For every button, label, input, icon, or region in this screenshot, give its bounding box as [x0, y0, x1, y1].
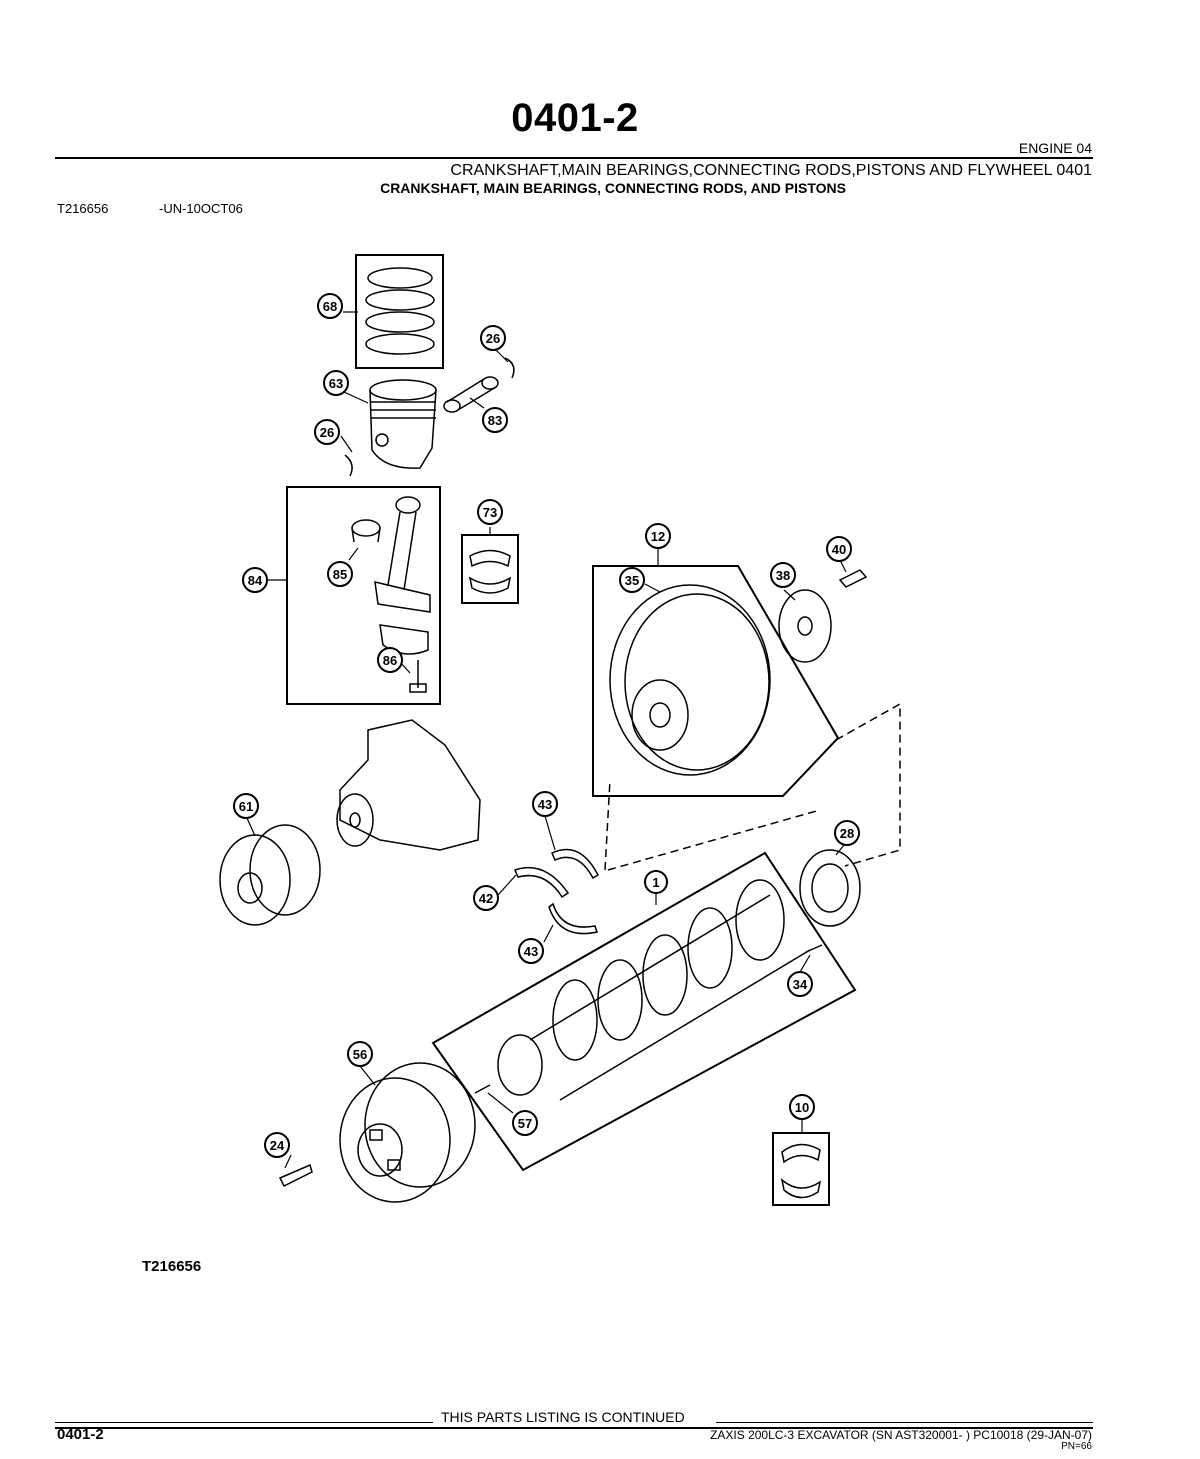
callout-68: 68 — [317, 293, 343, 319]
callout-26-upper: 26 — [480, 325, 506, 351]
callout-28-label: 28 — [840, 826, 854, 841]
callout-84-label: 84 — [248, 573, 263, 588]
callout-26-upper-label: 26 — [486, 331, 500, 346]
crank-pulley-drawing — [339, 1062, 476, 1203]
footer-divider — [55, 1427, 1093, 1429]
continued-rule-left — [55, 1422, 433, 1423]
connecting-rod-box — [286, 486, 441, 705]
callout-43-lower-label: 43 — [524, 944, 538, 959]
callout-56-label: 56 — [353, 1047, 367, 1062]
continued-rule-right — [716, 1422, 1093, 1423]
callout-85-label: 85 — [333, 567, 347, 582]
thrust-washer-upper — [551, 848, 599, 880]
callout-40: 40 — [826, 536, 852, 562]
flex-plate-drawing — [778, 589, 832, 663]
main-bearing-box — [772, 1132, 830, 1206]
pin-34 — [805, 944, 823, 953]
main-bearing-drawing — [780, 1143, 822, 1199]
callout-26-lower: 26 — [314, 419, 340, 445]
figure-reference: T216656 — [142, 1258, 202, 1275]
thrust-washer-mid — [513, 866, 570, 899]
piston-drawing — [369, 379, 437, 469]
callout-40-label: 40 — [832, 542, 846, 557]
flywheel-drawing — [609, 584, 771, 776]
image-id: T216656 — [57, 201, 109, 216]
callout-42-label: 42 — [479, 891, 493, 906]
callout-1-label: 1 — [652, 875, 659, 890]
callout-73: 73 — [477, 499, 503, 525]
callout-43-lower: 43 — [518, 938, 544, 964]
piston-pin-drawing — [443, 376, 499, 413]
section-tag: ENGINE 04 — [1018, 140, 1092, 156]
callout-61-label: 61 — [239, 799, 253, 814]
group-title: CRANKSHAFT,MAIN BEARINGS,CONNECTING RODS… — [450, 162, 1092, 179]
callout-26-lower-label: 26 — [320, 425, 334, 440]
callout-1: 1 — [644, 870, 668, 894]
sub-title: CRANKSHAFT, MAIN BEARINGS, CONNECTING RO… — [380, 180, 846, 196]
callout-28: 28 — [834, 820, 860, 846]
rod-bearing-drawing — [468, 549, 512, 594]
image-date: -UN-10OCT06 — [159, 201, 243, 216]
callout-24-label: 24 — [270, 1138, 285, 1153]
callout-42: 42 — [473, 885, 499, 911]
callout-57-label: 57 — [518, 1116, 532, 1131]
callout-12: 12 — [645, 523, 671, 549]
footer-page-number: 0401-2 — [57, 1426, 104, 1443]
callout-73-label: 73 — [483, 505, 497, 520]
callout-35: 35 — [619, 567, 645, 593]
callout-34: 34 — [787, 971, 813, 997]
callout-83: 83 — [482, 407, 508, 433]
snap-ring-upper — [504, 357, 515, 379]
callout-63-label: 63 — [329, 376, 343, 391]
callout-86: 86 — [377, 647, 403, 673]
footer-model-info: ZAXIS 200LC-3 EXCAVATOR (SN AST320001- )… — [710, 1428, 1092, 1442]
callout-34-label: 34 — [793, 977, 808, 992]
callout-43-upper-label: 43 — [538, 797, 552, 812]
bolt-24 — [278, 1163, 313, 1188]
crankshaft-drawing — [497, 879, 811, 1101]
callout-57: 57 — [512, 1110, 538, 1136]
callout-10-label: 10 — [795, 1100, 809, 1115]
page-title: 0401-2 — [511, 96, 639, 140]
callout-85: 85 — [327, 561, 353, 587]
callout-56: 56 — [347, 1041, 373, 1067]
callout-86-label: 86 — [383, 653, 397, 668]
callout-group: 68 26 63 83 26 73 84 85 86 12 35 38 40 6… — [233, 293, 860, 1158]
callout-83-label: 83 — [488, 413, 502, 428]
water-pump-drawing — [336, 719, 481, 851]
fan-pulley-drawing — [219, 824, 321, 926]
piston-rings-drawing — [365, 267, 435, 355]
callout-43-upper: 43 — [532, 791, 558, 817]
snap-ring-lower — [344, 454, 353, 477]
header-divider — [55, 157, 1093, 159]
callout-10: 10 — [789, 1094, 815, 1120]
callout-24: 24 — [264, 1132, 290, 1158]
crank-gear-drawing — [799, 849, 861, 927]
callout-84: 84 — [242, 567, 268, 593]
flywheel-box — [592, 565, 840, 797]
callout-61: 61 — [233, 793, 259, 819]
thrust-washer-lower — [548, 902, 598, 935]
footer-pn: PN=66 — [1061, 1441, 1092, 1452]
connecting-rod-drawing — [351, 496, 431, 693]
dowel-57 — [474, 1084, 491, 1094]
callout-12-label: 12 — [651, 529, 665, 544]
crankshaft-box — [431, 851, 857, 1172]
continued-text: THIS PARTS LISTING IS CONTINUED — [441, 1409, 685, 1425]
callout-38-label: 38 — [776, 568, 790, 583]
callout-63: 63 — [323, 370, 349, 396]
callout-68-label: 68 — [323, 299, 337, 314]
bolt-40 — [838, 569, 868, 588]
alignment-dashed-line — [604, 702, 901, 871]
continued-notice: THIS PARTS LISTING IS CONTINUED — [0, 1409, 1200, 1427]
callout-35-label: 35 — [625, 573, 639, 588]
callout-38: 38 — [770, 562, 796, 588]
